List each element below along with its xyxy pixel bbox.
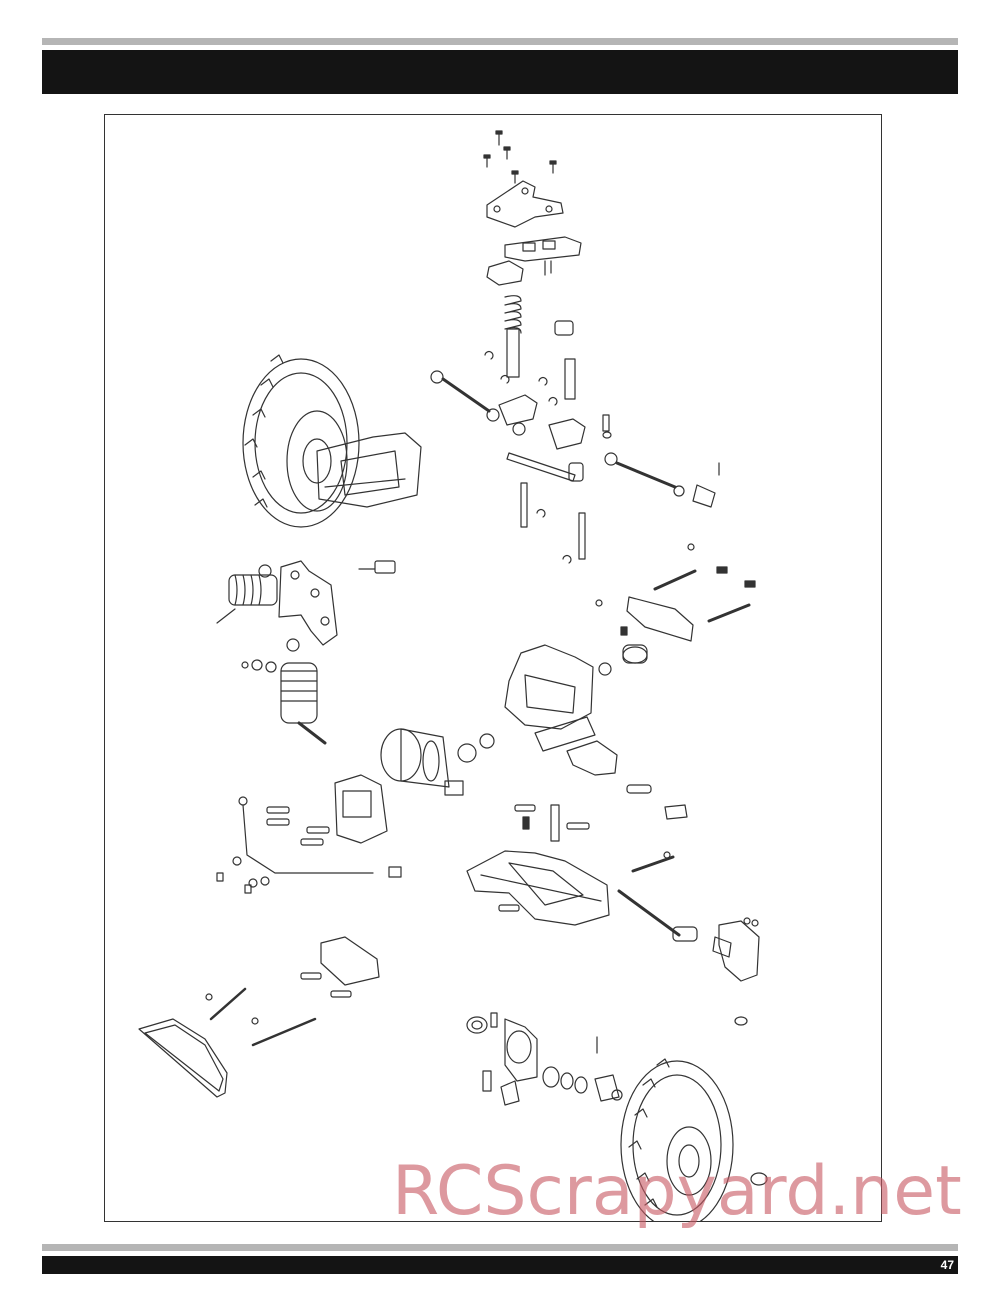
shock-upper	[216, 564, 278, 624]
footer-bar	[42, 1256, 958, 1274]
differential	[380, 728, 495, 796]
lower-arm	[466, 850, 610, 926]
front-wheel-upper	[242, 354, 360, 528]
shock-lower	[280, 638, 327, 745]
spring	[504, 295, 522, 334]
footer-rule	[42, 1244, 958, 1251]
watermark: RCScrapyard.net	[392, 1152, 962, 1231]
page-number: 47	[940, 1258, 954, 1272]
front-bumper	[138, 1018, 228, 1098]
steering-link	[430, 370, 538, 436]
exploded-diagram-frame	[104, 114, 882, 1222]
header-bar	[42, 50, 958, 94]
front-wheel-lower	[620, 1058, 734, 1221]
header-rule	[42, 38, 958, 45]
top-screws	[483, 130, 557, 184]
exploded-diagram	[138, 130, 768, 1221]
